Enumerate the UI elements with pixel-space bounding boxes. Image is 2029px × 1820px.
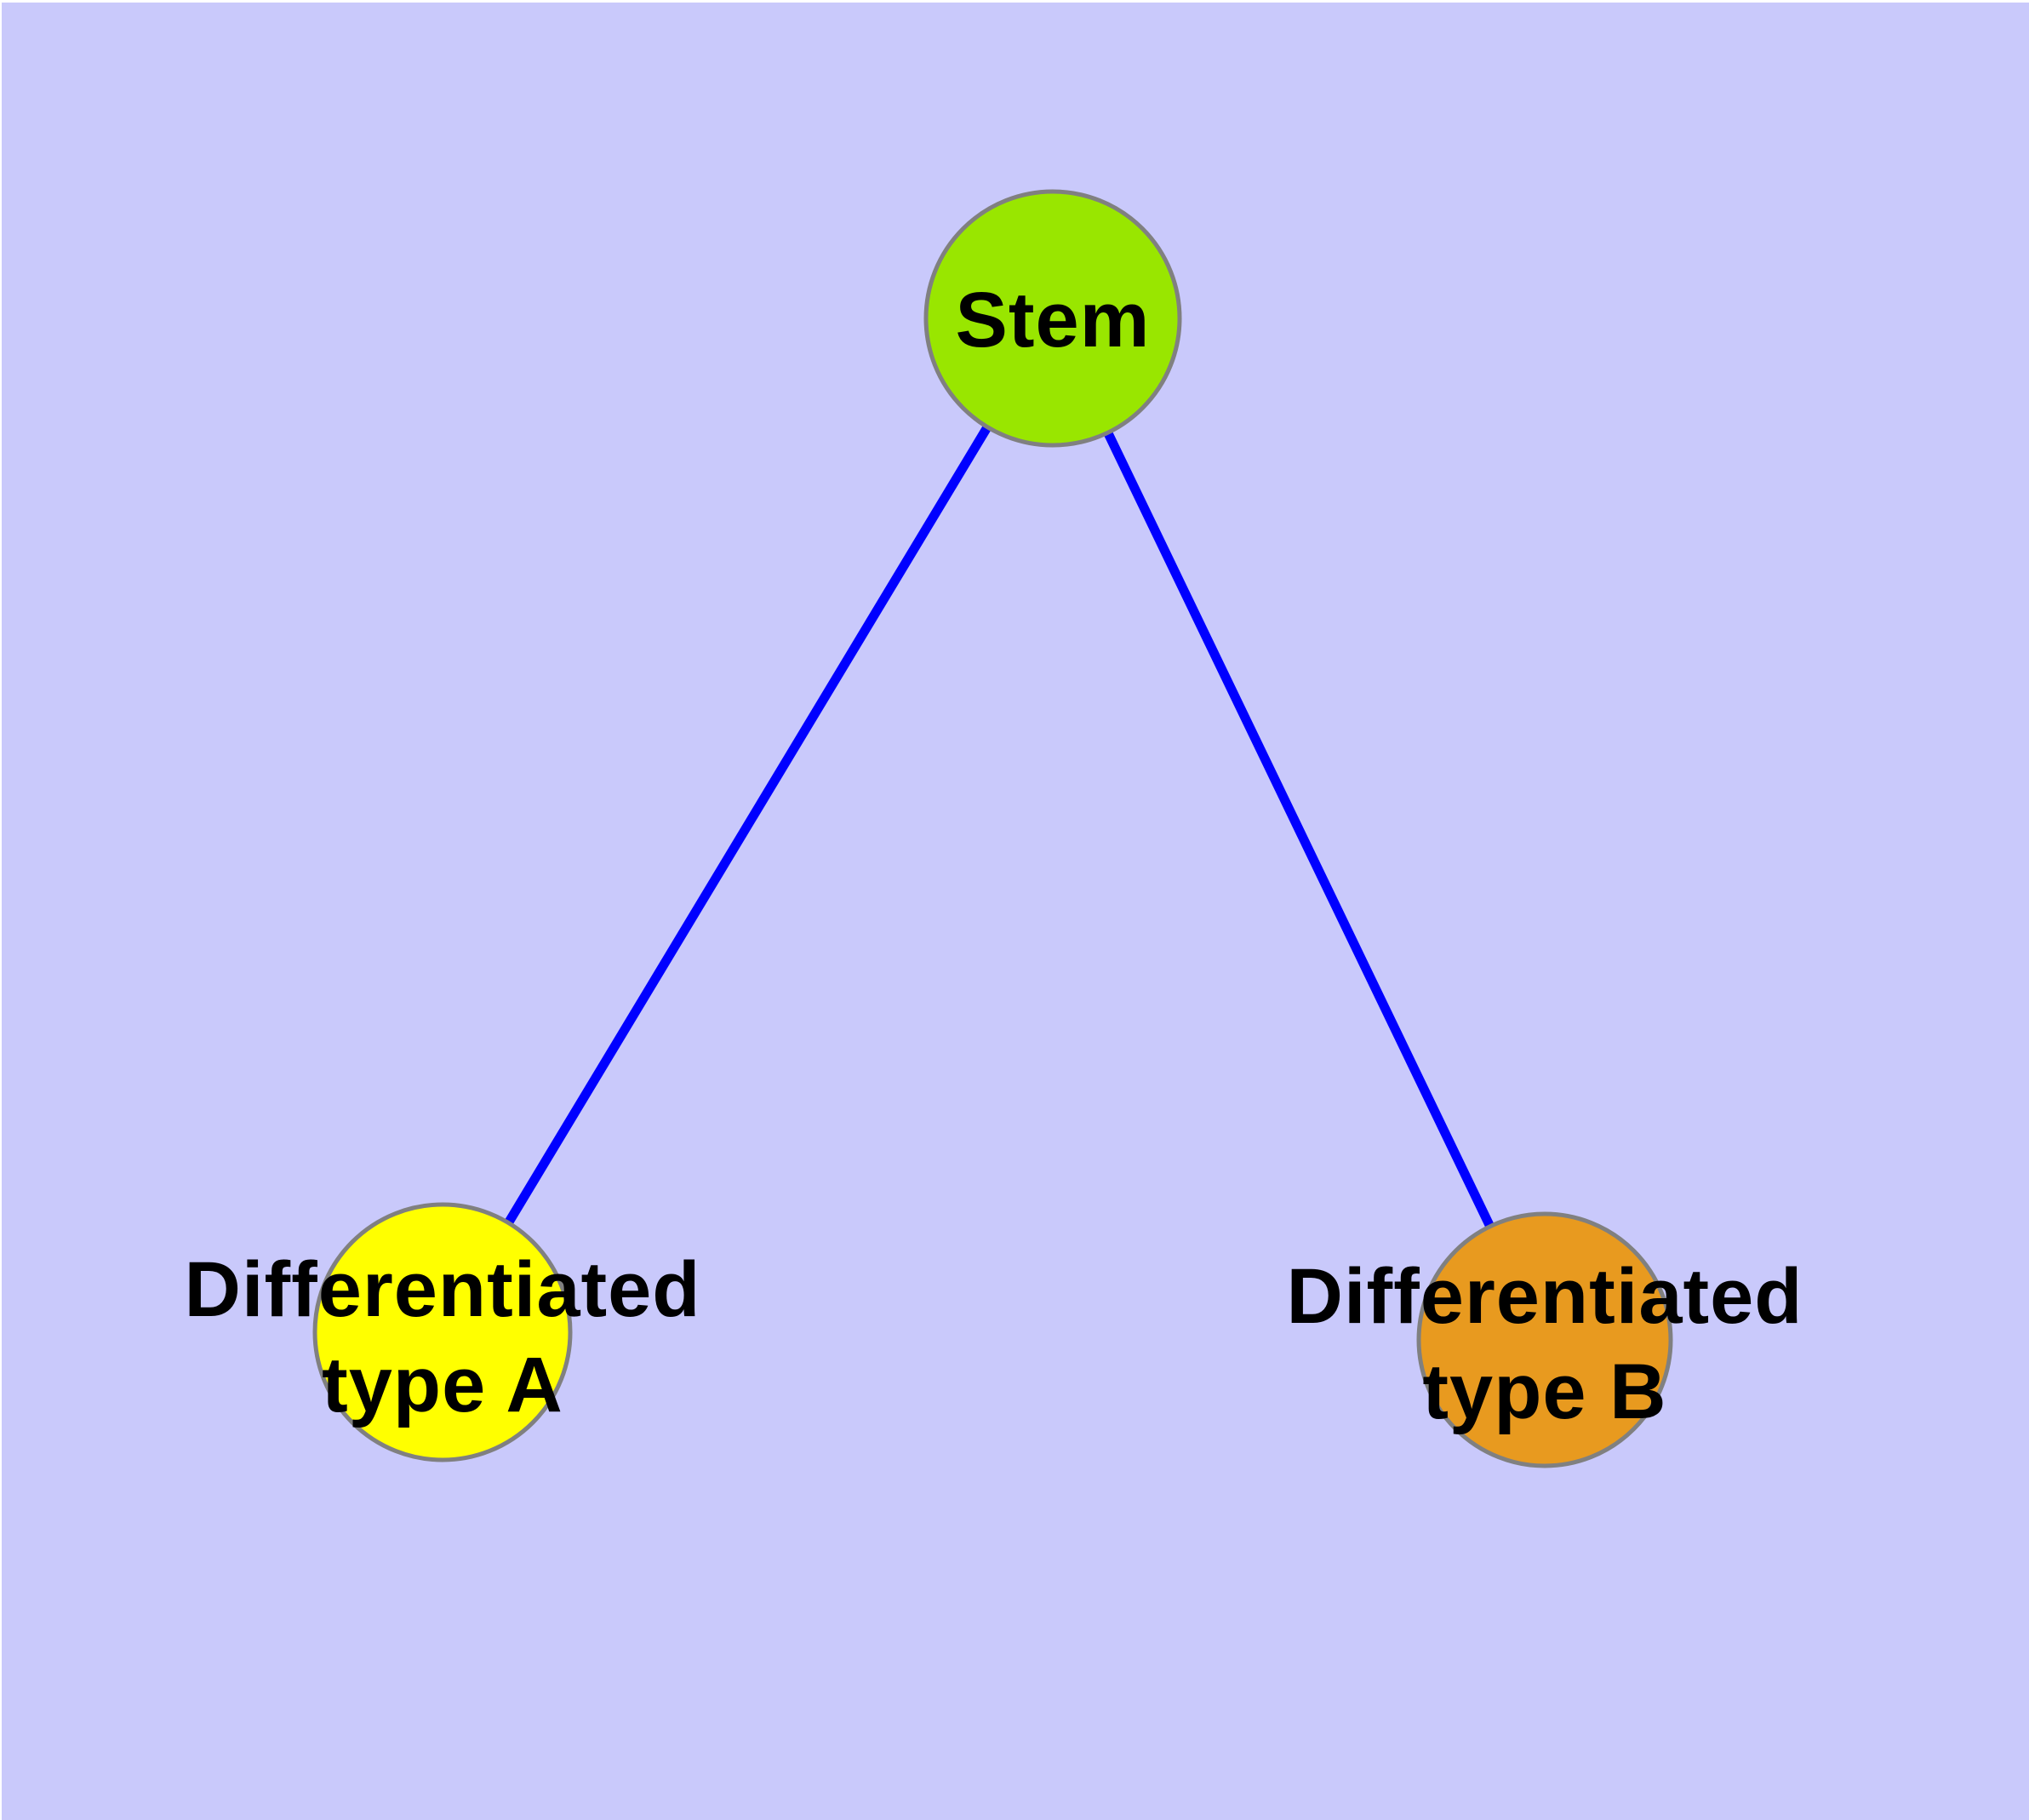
node-differentiated-type-b (1416, 1211, 1673, 1468)
node-stem (923, 189, 1182, 448)
edge-stem-to-type-a (438, 316, 1057, 1335)
node-type-b-label-line2: type B (1422, 1348, 1666, 1435)
node-type-a-label-line1: Differentiated (185, 1246, 701, 1333)
node-stem-label: Stem (956, 277, 1151, 363)
node-type-a-label-line2: type A (322, 1342, 563, 1428)
node-differentiated-type-a (312, 1202, 573, 1462)
node-type-b-label-line1: Differentiated (1287, 1253, 1803, 1340)
edge-stem-to-type-b (1049, 316, 1549, 1342)
